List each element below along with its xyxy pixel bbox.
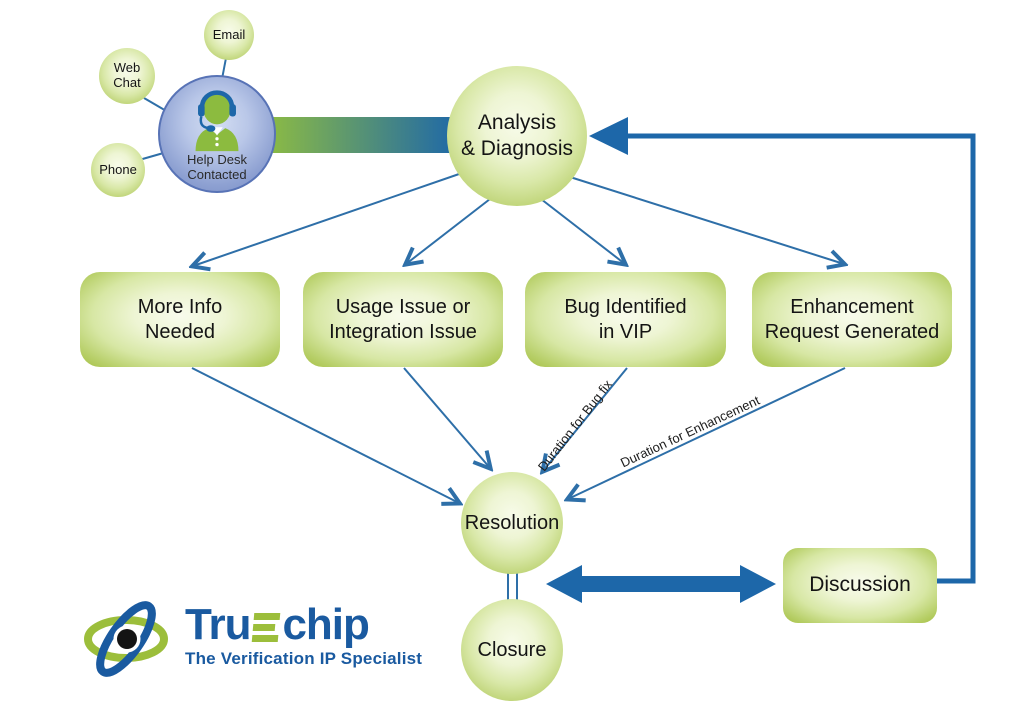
node-closure: Closure: [461, 599, 563, 701]
box-more-info-label: More Info Needed: [137, 295, 223, 343]
arrow-usage-issue-to-resolution: [403, 367, 490, 468]
box-bug-identified: Bug Identified in VIP: [525, 272, 726, 367]
node-web-chat: Web Chat: [99, 48, 155, 104]
box-enhancement-label: Enhancement Request Generated: [764, 295, 940, 343]
epsilon-icon: [252, 612, 281, 642]
logo-tagline: The Verification IP Specialist: [185, 648, 423, 668]
resolution-closure-double-link: [507, 570, 518, 602]
box-usage-issue: Usage Issue or Integration Issue: [303, 272, 503, 367]
arrow-bug-to-resolution: [543, 367, 628, 471]
logo-wordmark: Tru chip: [185, 600, 422, 650]
discussion-to-analysis-feedback-line: [627, 133, 976, 584]
node-analysis-diagnosis: Analysis & Diagnosis: [447, 66, 587, 206]
node-analysis-label: Analysis & Diagnosis: [460, 111, 574, 160]
node-resolution: Resolution: [461, 472, 563, 574]
truechip-logo-icon: [84, 601, 168, 677]
box-enhancement-request: Enhancement Request Generated: [752, 272, 952, 367]
box-discussion-label: Discussion: [809, 573, 911, 597]
arrow-analysis-to-more-info: [193, 172, 463, 266]
box-bug-identified-label: Bug Identified in VIP: [564, 295, 687, 343]
helpdesk-to-analysis-flow-bar: [268, 117, 460, 153]
node-help-desk-label: Help Desk Contacted: [187, 151, 247, 182]
arrow-more-info-to-resolution: [191, 367, 459, 503]
feedback-arrowhead-icon: [589, 117, 628, 155]
arrow-enhancement-to-resolution: [568, 367, 846, 499]
logo-text-chip: chip: [282, 600, 369, 650]
node-resolution-label: Resolution: [464, 511, 560, 534]
box-usage-issue-label: Usage Issue or Integration Issue: [329, 295, 477, 343]
node-web-chat-label: Web Chat: [113, 60, 141, 90]
logo-text-tru: Tru: [185, 600, 251, 650]
node-email-label: Email: [212, 26, 246, 42]
node-phone-label: Phone: [99, 161, 137, 177]
node-closure-label: Closure: [477, 638, 547, 661]
truechip-logo: Tru chip The Verification IP Specialist: [84, 592, 422, 684]
box-discussion: Discussion: [783, 548, 937, 623]
arrow-analysis-to-bug-identified: [540, 198, 625, 264]
node-help-desk: Help Desk Contacted: [158, 75, 276, 193]
arrow-analysis-to-usage-issue: [406, 198, 491, 264]
logo-text-block: Tru chip The Verification IP Specialist: [185, 600, 423, 668]
node-email: Email: [204, 10, 254, 60]
arrow-analysis-to-enhancement: [569, 176, 844, 264]
resolution-discussion-double-arrow: [546, 565, 776, 603]
support-agent-icon: [195, 89, 239, 151]
node-phone: Phone: [91, 143, 145, 197]
box-more-info-needed: More Info Needed: [80, 272, 280, 367]
